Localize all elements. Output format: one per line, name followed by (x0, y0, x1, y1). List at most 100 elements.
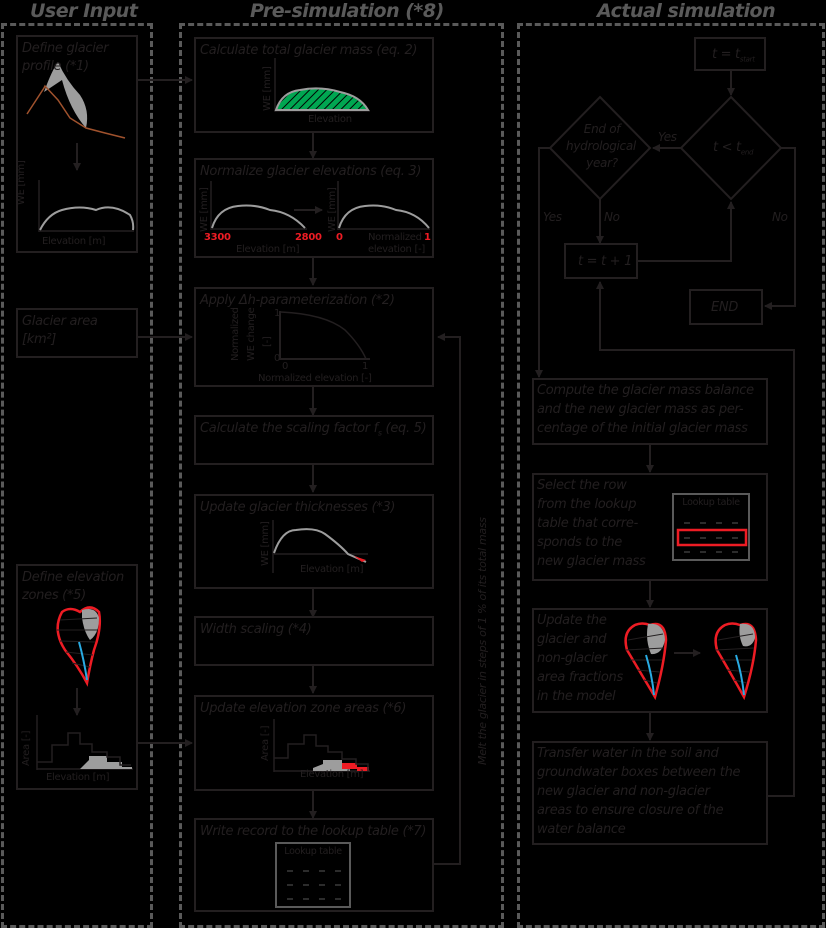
define-glacier-profile-label-1: Define glacier (22, 41, 109, 56)
delta-h-xmin: 0 (282, 361, 289, 372)
calc-mass-xlabel: Elevation (308, 114, 352, 125)
select-row-box: Select the row from the lookup table tha… (532, 473, 768, 581)
transfer-line-3: new glacier and non-glacier (537, 784, 710, 799)
t-start-sub: start (739, 55, 755, 64)
transfer-line-1: Transfer water in the soil and (537, 746, 719, 761)
width-scaling-label: Width scaling (*4) (200, 622, 312, 637)
normalize-ylabel-1: WE [mm] (199, 187, 210, 232)
t-start-text: t = t (712, 47, 740, 62)
normalize-xmax: 2800 (295, 232, 322, 243)
delta-h-ylabel-2: WE change (246, 307, 257, 362)
write-record-box: Write record to the lookup table (*7) Lo… (194, 818, 434, 912)
calc-total-mass-box: Calculate total glacier mass (eq. 2) WE … (194, 37, 434, 133)
glacier-area-label-1: Glacier area (22, 314, 98, 329)
pre-simulation-container (179, 23, 504, 928)
delta-h-ylabel-1: Normalized (230, 307, 241, 361)
update-thickness-label: Update glacier thicknesses (*3) (200, 500, 396, 515)
end-label: END (711, 300, 739, 315)
profile-xlabel: Elevation [m] (42, 236, 106, 247)
update-fractions-box: Update the glacier and non-glacier area … (532, 608, 768, 713)
lookup-table-pre: Lookup table (275, 842, 351, 908)
glacier-profile-sketch (26, 62, 126, 139)
select-row-line-1: Select the row (537, 478, 627, 493)
width-scaling-box: Width scaling (*4) (194, 616, 434, 666)
t-increment-box: t = t + 1 (564, 243, 638, 279)
delta-h-ylabel-3: [-] (262, 336, 273, 347)
highlighted-row (676, 528, 748, 547)
glacier-area-box: Glacier area [km²] (16, 308, 138, 358)
melt-loop-label: Melt the glacier in steps of 1 % of its … (476, 517, 489, 765)
transfer-line-5: water balance (537, 822, 626, 837)
transfer-water-box: Transfer water in the soil and groundwat… (532, 741, 768, 845)
t-start-label: t = tstart (712, 45, 755, 70)
normalize-xmin: 3300 (204, 232, 231, 243)
column-title-actual-simulation: Actual simulation (597, 0, 776, 22)
t-increment-label: t = t + 1 (578, 254, 633, 269)
catchment-sketch-after (714, 622, 758, 701)
column-title-user-input: User Input (30, 0, 138, 22)
delta-h-ymax: 1 (274, 308, 281, 319)
hydro-line-2: hydrological (566, 139, 636, 153)
no-label-right: No (772, 210, 788, 224)
scaling-factor-sub: s (377, 428, 382, 438)
compute-line-3: centage of the initial glacier mass (537, 421, 748, 436)
define-elevation-zones-label-1: Define elevation (22, 570, 124, 585)
scaling-factor-text: Calculate the scaling factor f (200, 421, 378, 436)
delta-h-xlabel: Normalized elevation [-] (258, 373, 372, 384)
define-elevation-zones-label-2: zones (*5) (22, 588, 86, 603)
update-zone-areas-ylabel: Area [-] (260, 725, 271, 761)
delta-h-box: Apply Δh-parameterization (*2) Normalize… (194, 287, 434, 387)
select-row-line-4: sponds to the (537, 535, 622, 550)
select-row-line-5: new glacier mass (537, 554, 646, 569)
user-input-container (1, 23, 153, 928)
normalize-ylabel-2: WE [mm] (327, 187, 338, 232)
no-label-left: No (604, 210, 620, 224)
update-fractions-line-1: Update the (537, 613, 607, 628)
calc-mass-ylabel: WE [mm] (262, 66, 273, 111)
normalize-label: Normalize glacier elevations (eq. 3) (200, 164, 422, 179)
t-end-check-label: t < tend (713, 138, 753, 163)
update-thickness-box: Update glacier thicknesses (*3) WE [mm] … (194, 494, 434, 589)
scaling-factor-label: Calculate the scaling factor fs (eq. 5) (200, 419, 427, 443)
compute-line-1: Compute the glacier mass balance (537, 383, 754, 398)
delta-h-ymin: 0 (274, 353, 281, 364)
zones-ylabel: Area [-] (21, 730, 32, 766)
normalize-norm-max: 1 (424, 232, 431, 243)
actual-simulation-container (517, 23, 825, 928)
t-end-text: t < t (713, 140, 741, 155)
hydro-line-1: End of (583, 122, 621, 136)
update-thickness-ylabel: WE [mm] (260, 521, 271, 566)
scaling-factor-tail: (eq. 5) (381, 421, 427, 436)
scaling-factor-box: Calculate the scaling factor fs (eq. 5) (194, 415, 434, 465)
update-fractions-line-3: non-glacier (537, 651, 607, 666)
update-fractions-line-4: area fractions (537, 670, 623, 685)
define-glacier-profile-label-2: profile (*1) (22, 59, 89, 74)
define-elevation-zones-box: Define elevation zones (*5) Area [-] Ele… (16, 564, 138, 790)
lookup-table-select: Lookup table (672, 493, 750, 561)
normalize-elevations-box: Normalize glacier elevations (eq. 3) WE … (194, 158, 434, 258)
update-fractions-line-5: in the model (537, 689, 616, 704)
update-fractions-line-2: glacier and (537, 632, 607, 647)
select-row-line-2: from the lookup (537, 497, 637, 512)
transfer-line-4: areas to ensure closure of the (537, 803, 724, 818)
lookup-table-pre-title: Lookup table (284, 846, 342, 857)
t-end-sub: end (740, 148, 754, 157)
lookup-table-select-title: Lookup table (682, 497, 740, 508)
yes-label-left: Yes (543, 210, 562, 224)
glacier-area-label-2: [km²] (22, 332, 57, 347)
normalize-norm-min: 0 (336, 232, 343, 243)
compute-mass-balance-box: Compute the glacier mass balance and the… (532, 378, 768, 445)
normalize-xlabel: Elevation [m] (236, 244, 300, 255)
compute-line-2: and the new glacier mass as per- (537, 402, 744, 417)
diamond-t-less-tend (679, 95, 783, 201)
update-thickness-xlabel: Elevation [m] (300, 564, 364, 575)
transfer-line-2: groundwater boxes between the (537, 765, 741, 780)
hydro-line-3: year? (586, 156, 618, 170)
normalize-norm-xlabel-1: Normalized (368, 232, 422, 243)
update-zone-areas-xlabel: Elevation [m] (300, 769, 364, 780)
normalize-norm-xlabel-2: elevation [-] (368, 244, 425, 255)
catchment-sketch-before (624, 622, 668, 701)
zones-xlabel: Elevation [m] (46, 772, 110, 783)
delta-h-label: Apply Δh-parameterization (*2) (200, 293, 395, 308)
